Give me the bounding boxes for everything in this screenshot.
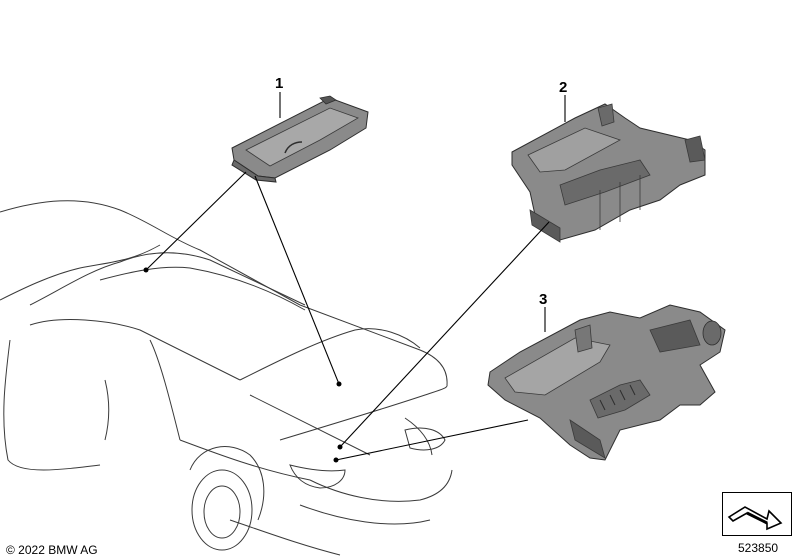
part-2-bracket — [511, 103, 706, 243]
car-outline — [0, 200, 453, 556]
callout-3: 3 — [539, 291, 547, 308]
callout-2: 2 — [559, 79, 567, 96]
leader-lines — [145, 92, 566, 461]
diagram-number: 523850 — [738, 541, 779, 555]
part-1-tray — [231, 95, 369, 183]
callout-1: 1 — [275, 75, 283, 92]
leader-endpoints — [143, 267, 343, 463]
copyright-notice: © 2022 BMW AG — [6, 543, 98, 557]
step-arrow-icon — [727, 506, 783, 531]
detail-icon-box — [722, 492, 792, 536]
part-3-bracket — [487, 304, 726, 461]
